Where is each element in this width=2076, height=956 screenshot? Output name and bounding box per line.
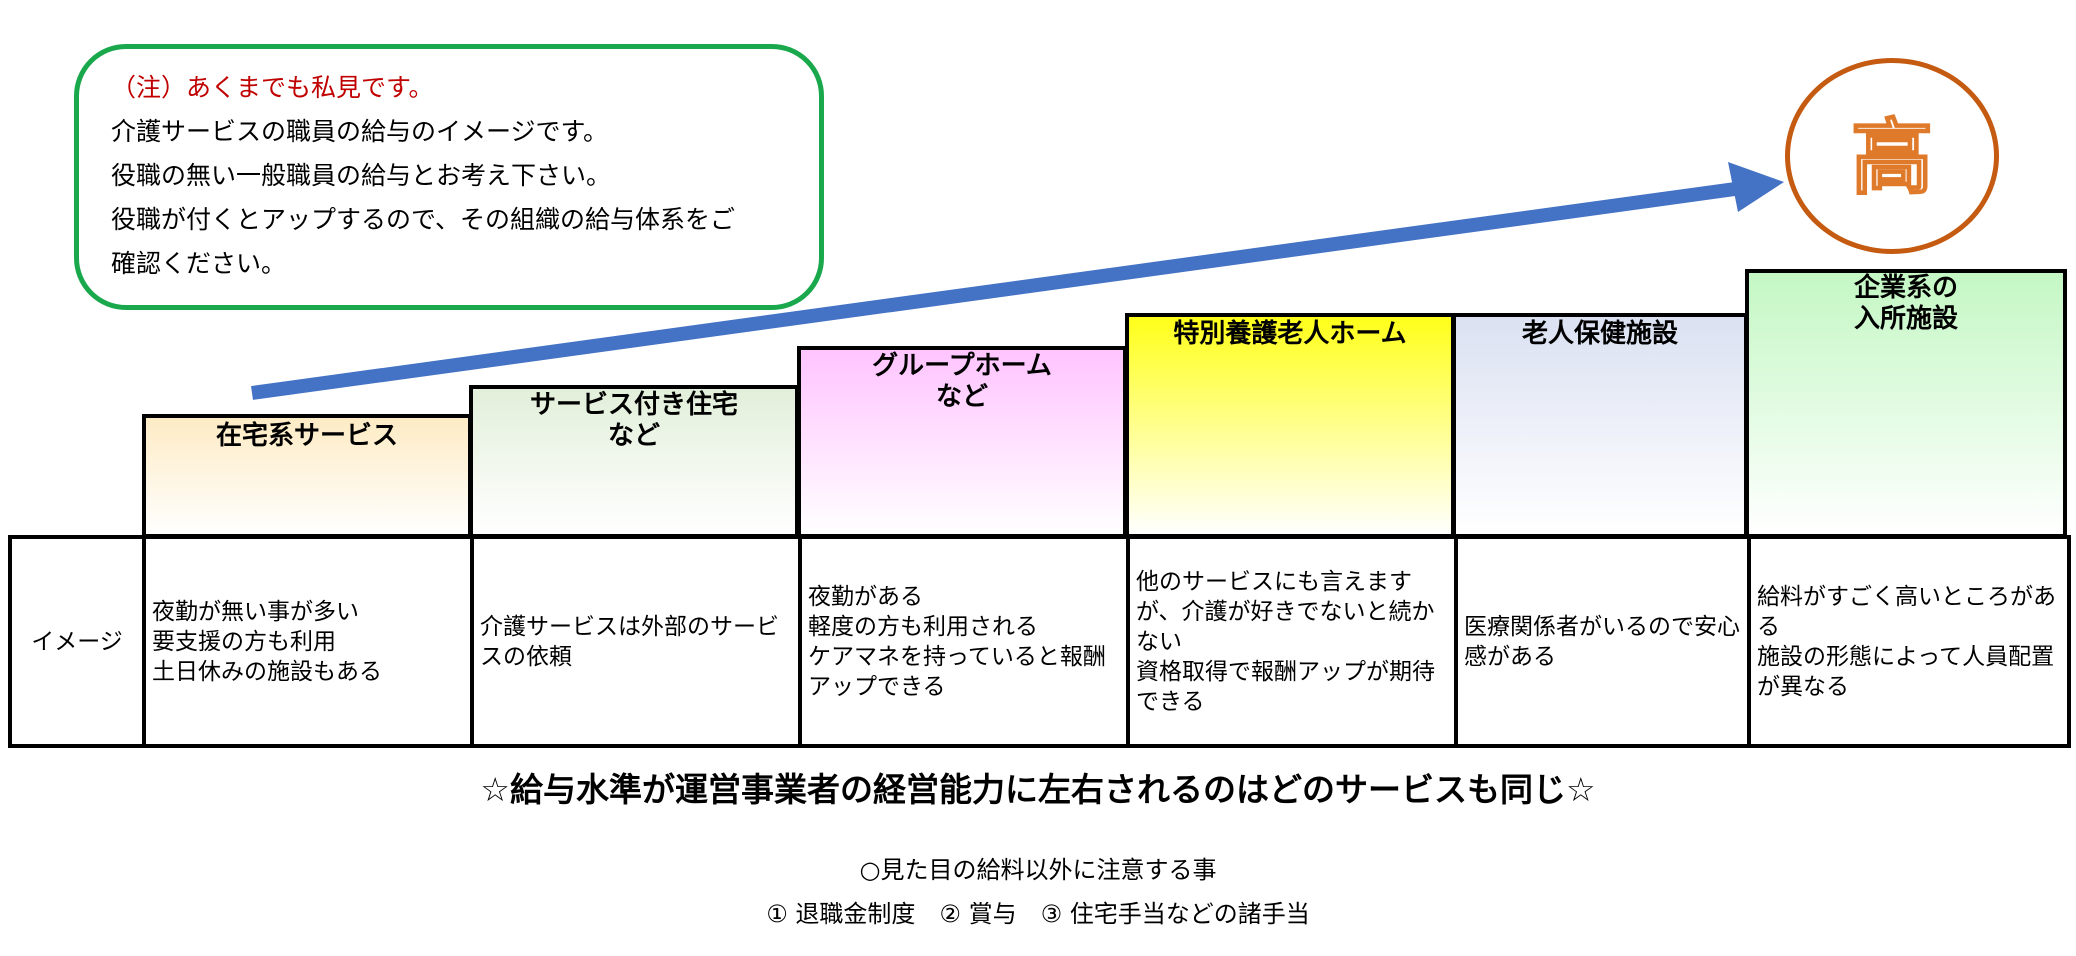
check-items: ① 退職金制度 ② 賞与 ③ 住宅手当などの諸手当 — [766, 900, 1310, 928]
cell-line: 夜勤が無い事が多い — [152, 598, 359, 625]
cell-geriatric-health-facility: 医療関係者がいるので安心感がある — [1454, 535, 1751, 748]
step-title: グループホーム など — [872, 351, 1052, 412]
footer-main-note: ☆給与水準が運営事業者の経営能力に左右されるのはどのサービスも同じ☆ — [480, 770, 1596, 809]
check-title: ○見た目の給料以外に注意する事 — [859, 856, 1217, 884]
note-box: （注）あくまでも私見です。 介護サービスの職員の給与のイメージです。 役職の無い… — [74, 44, 824, 310]
note-line-position: 役職が付くとアップするので、その組織の給与体系をご — [111, 205, 736, 234]
cell-line: 給料がすごく高いところがある — [1757, 583, 2056, 640]
arrow-head — [1728, 162, 1784, 212]
arrow-shaft — [251, 182, 1736, 400]
cell-line: 介護サービスは外部のサービスの依頼 — [480, 613, 779, 670]
cell-home-care: 夜勤が無い事が多い 要支援の方も利用 土日休みの施設もある — [142, 535, 474, 748]
high-salary-circle: 高 — [1785, 58, 1999, 254]
step-title: 企業系の 入所施設 — [1853, 273, 1958, 334]
cell-line: 要支援の方も利用 — [152, 628, 336, 655]
cell-group-home: 夜勤がある 軽度の方も利用される ケアマネを持っていると報酬アップできる — [798, 535, 1130, 748]
step-geriatric-health-facility: 老人保健施設 — [1452, 313, 1748, 538]
note-line-confirm: 確認ください。 — [111, 249, 287, 278]
note-line-description: 介護サービスの職員の給与のイメージです。 — [111, 117, 609, 146]
cell-line: 夜勤がある — [808, 583, 923, 610]
table-row: イメージ 夜勤が無い事が多い 要支援の方も利用 土日休みの施設もある 介護サービ… — [8, 535, 2071, 748]
cell-line: 医療関係者がいるので安心感がある — [1464, 613, 1740, 670]
step-group-home: グループホーム など — [797, 346, 1127, 538]
cell-line: 施設の形態によって人員配置が異なる — [1757, 643, 2055, 700]
cell-line: 軽度の方も利用される — [808, 613, 1038, 640]
step-title: サービス付き住宅 など — [529, 390, 738, 451]
row-label: イメージ — [8, 535, 146, 748]
cell-line: 他のサービスにも言えますが、介護が好きでないと続かない — [1136, 568, 1435, 655]
cell-service-housing: 介護サービスは外部のサービスの依頼 — [470, 535, 802, 748]
step-title: 老人保健施設 — [1521, 319, 1678, 349]
step-home-care-services: 在宅系サービス — [142, 414, 472, 538]
cell-line: ケアマネを持っていると報酬アップできる — [808, 643, 1106, 700]
step-service-housing: サービス付き住宅 など — [469, 385, 799, 538]
cell-line: 資格取得で報酬アップが期待できる — [1136, 658, 1435, 715]
note-disclaimer: （注）あくまでも私見です。 — [111, 73, 434, 102]
cell-line: 土日休みの施設もある — [152, 658, 382, 685]
cell-corporate-facility: 給料がすごく高いところがある 施設の形態によって人員配置が異なる — [1747, 535, 2071, 748]
step-title: 在宅系サービス — [215, 421, 398, 451]
cell-special-nursing-home: 他のサービスにも言えますが、介護が好きでないと続かない 資格取得で報酬アップが期… — [1126, 535, 1458, 748]
note-line-scope: 役職の無い一般職員の給与とお考え下さい。 — [111, 161, 612, 190]
step-special-nursing-home: 特別養護老人ホーム — [1125, 313, 1455, 538]
description-table: イメージ 夜勤が無い事が多い 要支援の方も利用 土日休みの施設もある 介護サービ… — [8, 535, 2071, 748]
step-title: 特別養護老人ホーム — [1173, 319, 1407, 349]
step-corporate-facility: 企業系の 入所施設 — [1745, 269, 2067, 538]
high-label: 高 — [1850, 110, 1934, 206]
